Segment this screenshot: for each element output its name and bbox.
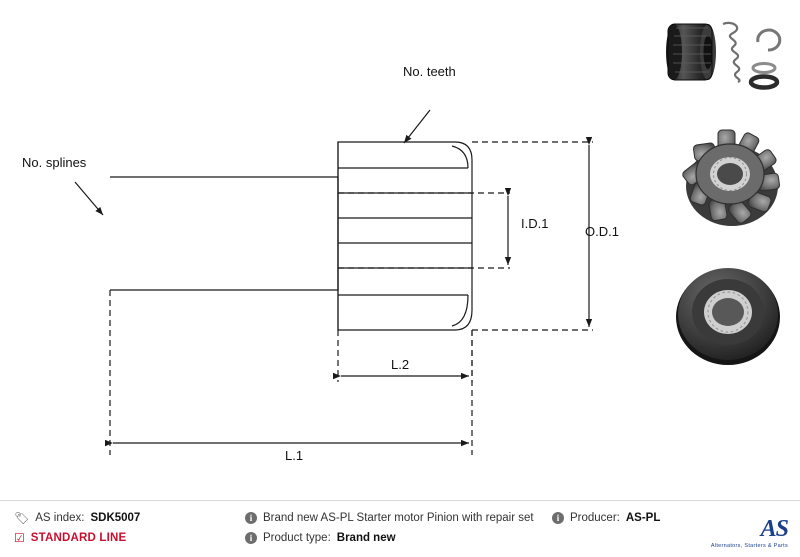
footer: 🏷 AS index: SDK5007 ☑ STANDARD LINE i Br… [0,500,800,557]
product-type-label: Product type: [263,532,331,544]
drawing-svg [74,109,593,455]
product-photo-column [660,0,800,500]
rubber-ring [748,74,780,90]
producer-label: Producer: [570,512,620,524]
label-no-splines: No. splines [22,155,87,170]
product-type-row: i Product type: Brand new [245,532,396,544]
gear-body-outline [337,141,473,331]
no-splines-leader [74,181,104,216]
info-icon: i [245,532,257,544]
as-index-value: SDK5007 [90,512,141,524]
info-icon: i [552,512,564,524]
label-l1: L.1 [285,448,304,463]
brand-name: AS [760,516,789,542]
gear-tip-arc-top [451,145,469,169]
as-index-label: AS index: [35,512,85,524]
description-text: Brand new AS-PL Starter motor Pinion wit… [263,512,534,524]
producer-value: AS-PL [625,512,661,524]
brand-tagline: Alternators, Starters & Parts [710,543,788,549]
label-od1: O.D.1 [585,224,619,239]
description-row: i Brand new AS-PL Starter motor Pinion w… [245,512,534,524]
tag-icon: 🏷 [14,511,30,525]
shaft-outline [110,176,339,291]
info-icon: i [245,512,257,524]
metal-ring [751,62,777,74]
standard-line-label: STANDARD LINE [30,532,127,544]
label-no-teeth: No. teeth [403,64,456,79]
label-id1: I.D.1 [521,216,549,231]
standard-line-row: ☑ STANDARD LINE [14,532,126,544]
as-pl-logo: AS Alternators, Starters & Parts [710,516,789,549]
product-type-value: Brand new [336,532,396,544]
as-index-row: 🏷 AS index: SDK5007 [14,512,140,524]
check-badge-icon: ☑ [14,531,25,545]
technical-drawing: No. teeth No. splines I.D.1 O.D.1 L.1 L.… [22,64,619,463]
label-l2: L.2 [391,357,410,372]
gear-tip-arc-bottom [451,294,469,327]
photo-pinion-gear-angled [660,116,800,246]
photo-pinion-with-spring-and-rings [660,8,800,108]
producer-row: i Producer: AS-PL [552,512,660,524]
retaining-clip [756,28,782,52]
no-teeth-leader [403,109,431,144]
photo-pinion-gear-top-view [660,256,800,376]
